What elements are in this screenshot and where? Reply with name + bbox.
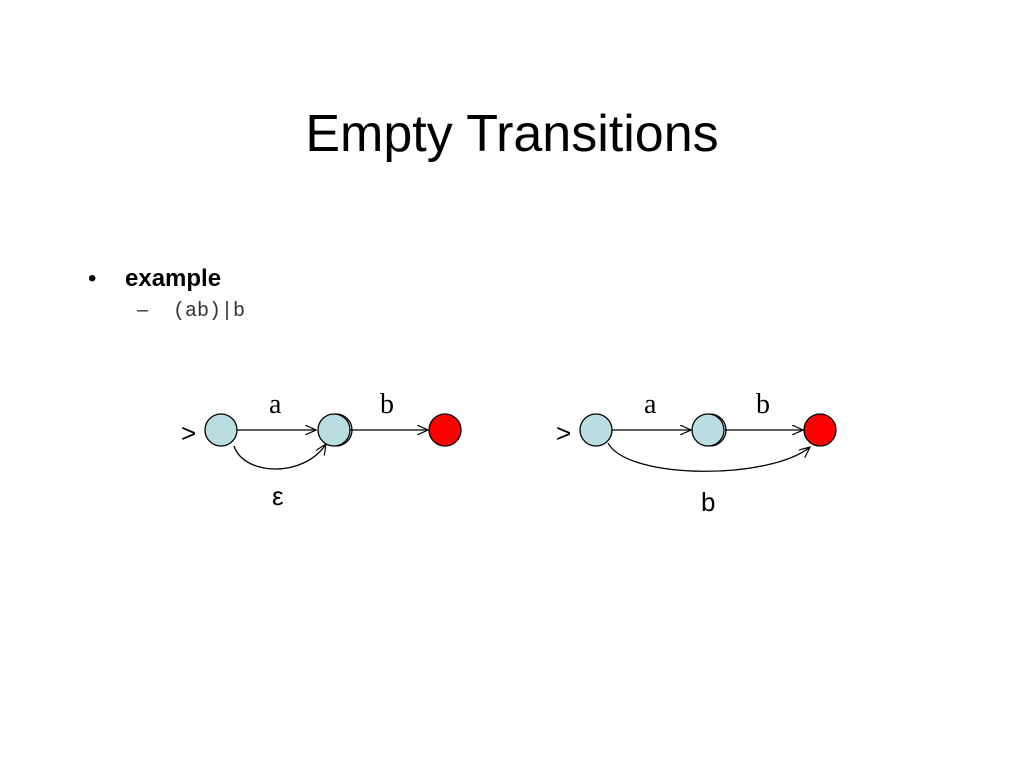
label-b: b — [380, 389, 394, 420]
transition-b-direct — [607, 442, 810, 472]
bullet-item: • example — [88, 264, 245, 294]
bullet-text: example — [125, 265, 222, 292]
label-b: b — [756, 389, 770, 420]
label-epsilon: ε — [272, 481, 284, 511]
bullet-list: • example – (ab)|b — [88, 264, 245, 324]
bullet-marker: • — [88, 265, 97, 292]
label-lower-b: b — [701, 487, 715, 517]
middle-state-shadow — [335, 413, 353, 447]
middle-state — [317, 413, 351, 447]
automaton-epsilon: > a b ε — [181, 389, 462, 511]
start-state — [204, 413, 238, 447]
sub-bullet-text: (ab)|b — [173, 300, 246, 323]
middle-state — [691, 413, 725, 447]
start-state — [579, 413, 613, 447]
automaton-direct-b: > a b b — [556, 389, 837, 517]
sub-bullet-item: – (ab)|b — [137, 298, 245, 324]
slide-title: Empty Transitions — [305, 105, 719, 163]
middle-state-shadow — [709, 413, 727, 447]
sub-bullet-marker: – — [137, 299, 149, 321]
start-marker: > — [181, 418, 196, 448]
label-a: a — [644, 389, 657, 420]
transition-epsilon — [233, 444, 326, 470]
start-marker: > — [556, 418, 571, 448]
final-state — [803, 413, 837, 447]
final-state — [428, 413, 462, 447]
label-a: a — [269, 389, 282, 420]
